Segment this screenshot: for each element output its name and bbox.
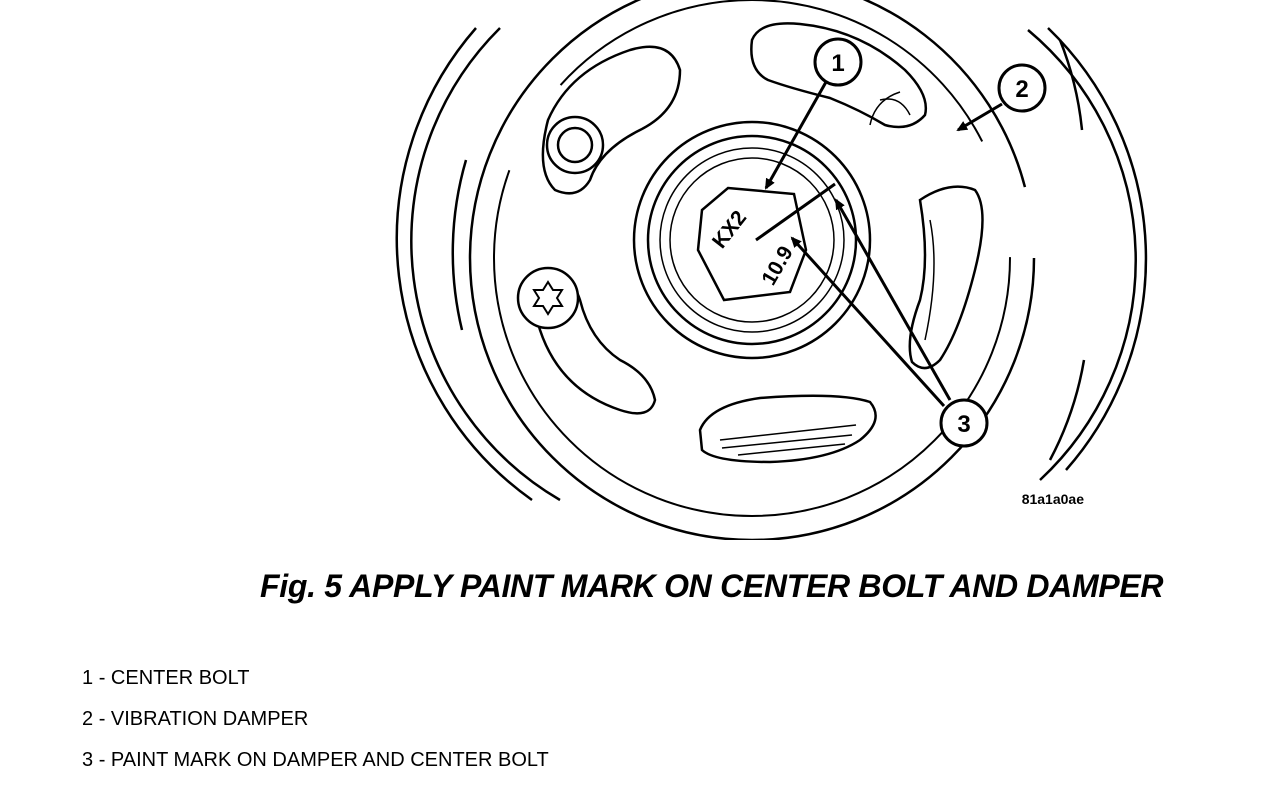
damper-hub (632, 120, 872, 360)
legend-item-number: 2 (82, 708, 94, 730)
callout-2: 2 (997, 63, 1047, 113)
damper-bolt-boss-lower (516, 266, 580, 330)
legend-item: 1 - CENTER BOLT (82, 664, 549, 705)
callout-1: 1 (813, 37, 863, 87)
vibration-damper (468, 0, 1036, 540)
leader-3b (790, 236, 946, 408)
legend-list: 1 - CENTER BOLT 2 - VIBRATION DAMPER 3 -… (82, 664, 549, 787)
callout-2-label: 2 (1015, 76, 1028, 103)
leader-3a (834, 198, 952, 401)
bolt-hex-head (696, 186, 808, 302)
figure-caption: Fig. 5 APPLY PAINT MARK ON CENTER BOLT A… (260, 568, 1164, 604)
legend-item-number: 1 (82, 667, 94, 689)
legend-item-text: VIBRATION DAMPER (110, 708, 309, 730)
legend-item-text: CENTER BOLT (110, 667, 250, 689)
legend-item-text: PAINT MARK ON DAMPER AND CENTER BOLT (110, 749, 549, 771)
damper-window-bottom (698, 394, 877, 464)
torx-head-icon (532, 280, 564, 316)
legend-item-separator: - (98, 708, 111, 730)
callout-leaders (764, 81, 1003, 408)
figure-id-code: 81a1a0ae (1022, 491, 1085, 507)
callout-1-label: 1 (831, 50, 844, 77)
callout-3-label: 3 (957, 411, 970, 438)
damper-outer-rings (395, 27, 1148, 502)
callout-3: 3 (939, 398, 989, 448)
damper-window-right (908, 185, 984, 370)
paint-mark-line (755, 182, 836, 242)
legend-item-number: 3 (82, 749, 94, 771)
legend-item-separator: - (98, 667, 111, 689)
window-detail-lines (719, 91, 935, 456)
legend-item: 2 - VIBRATION DAMPER (82, 705, 549, 746)
leader-2 (956, 102, 1003, 132)
legend-item: 3 - PAINT MARK ON DAMPER AND CENTER BOLT (82, 746, 549, 787)
damper-bolt-boss-upper (545, 115, 605, 175)
legend-item-separator: - (98, 749, 111, 771)
damper-illustration: KX2 10.9 1 2 3 81a1a0ae (395, 0, 1148, 540)
center-bolt: KX2 10.9 (696, 186, 808, 302)
leader-1 (764, 81, 828, 190)
